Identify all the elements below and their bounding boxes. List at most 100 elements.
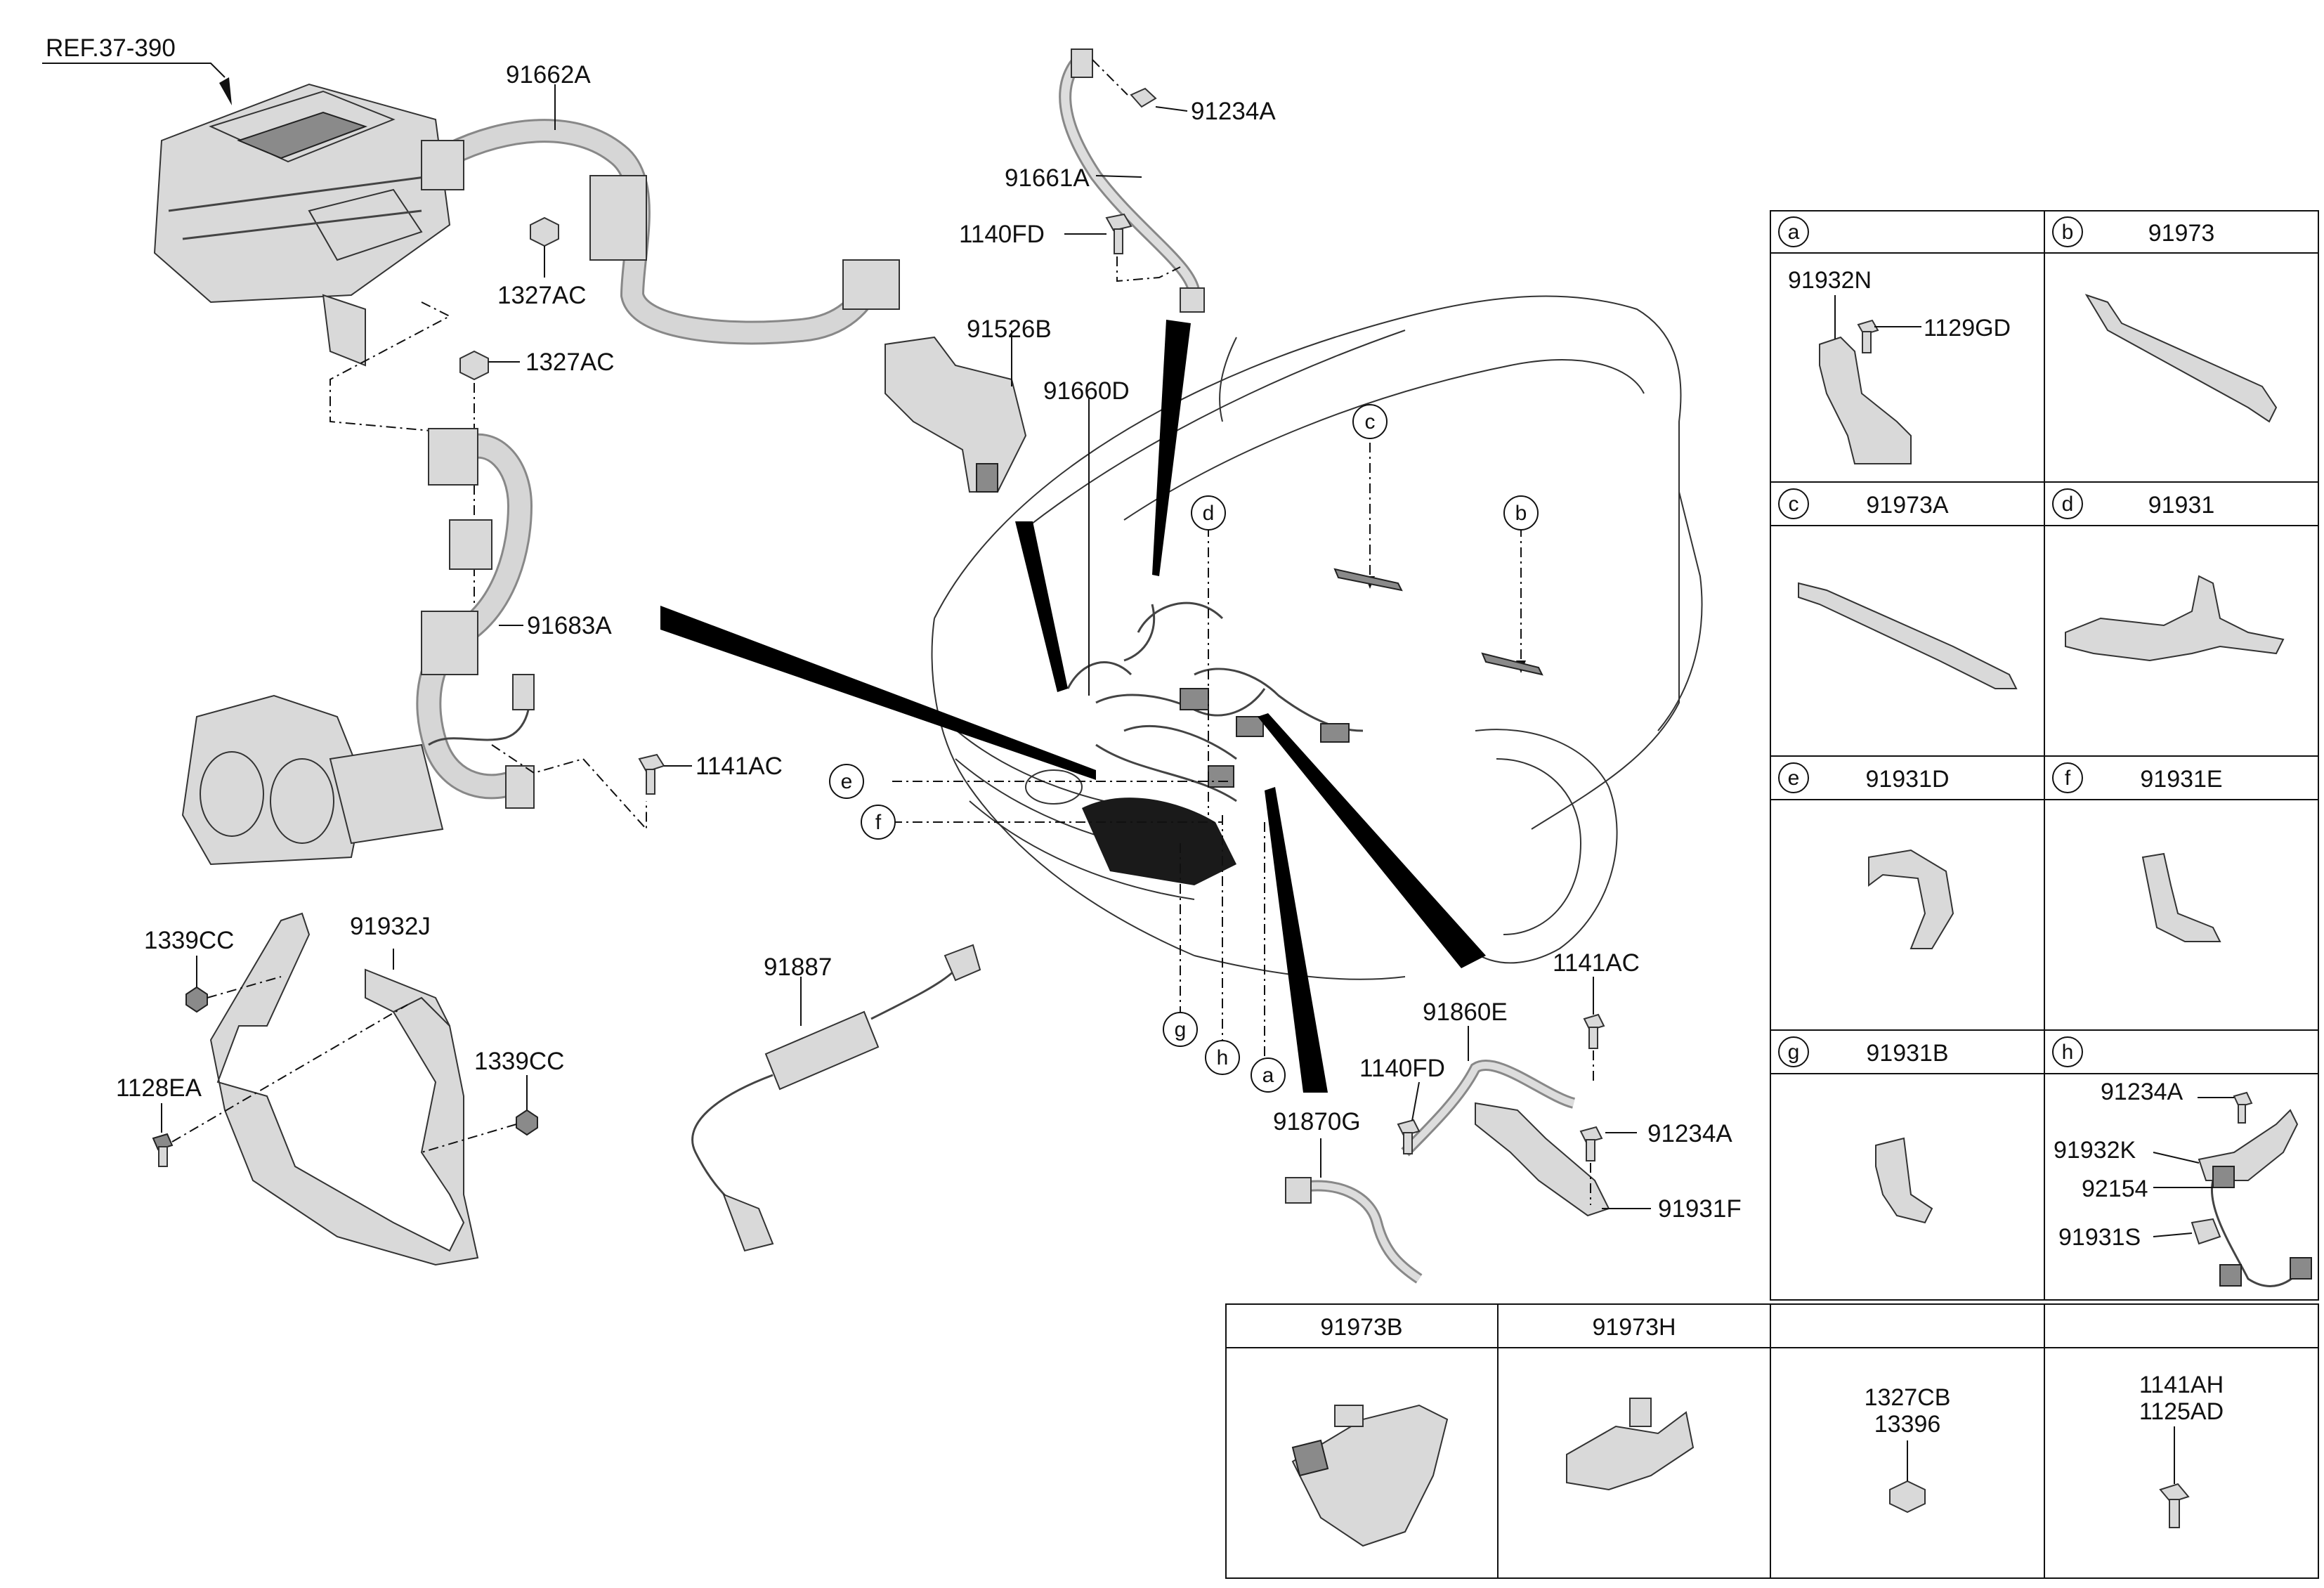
bottom-table xyxy=(1225,1303,2319,1579)
cable-91860E xyxy=(1401,1059,1576,1157)
bottom-label-1327CB: 1327CB xyxy=(1865,1384,1951,1411)
bumper-bracket-91932J xyxy=(209,912,479,1266)
label-1128EA: 1128EA xyxy=(116,1074,202,1102)
part-91932N-1129GD xyxy=(1819,295,1921,464)
part-91973 xyxy=(2084,294,2278,423)
svg-text:f: f xyxy=(875,811,882,834)
part-91931D xyxy=(1868,849,1954,949)
label-91234A-top: 91234A xyxy=(1191,98,1276,125)
bolt-1141AH xyxy=(2159,1426,2190,1528)
marker-b: b xyxy=(1503,495,1539,531)
svg-text:d: d xyxy=(2062,493,2074,516)
svg-text:g: g xyxy=(1175,1018,1187,1041)
marker-f: f xyxy=(861,805,896,840)
marker-h: h xyxy=(1205,1040,1240,1075)
reference-bands xyxy=(660,320,1486,1093)
svg-text:d: d xyxy=(1203,502,1215,525)
label-91931F: 91931F xyxy=(1658,1195,1742,1223)
label-91234A-lower: 91234A xyxy=(1647,1120,1732,1147)
table-label-92154: 92154 xyxy=(2082,1176,2148,1202)
label-1140FD-top: 1140FD xyxy=(959,221,1045,248)
nut-1327CB xyxy=(1889,1440,1926,1514)
label-91870G: 91870G xyxy=(1273,1108,1361,1135)
bottom-label-13396: 13396 xyxy=(1874,1411,1941,1438)
table-label-91931: 91931 xyxy=(2148,492,2215,519)
svg-text:c: c xyxy=(1789,493,1799,516)
table-label-91931E: 91931E xyxy=(2140,766,2222,793)
part-91973H xyxy=(1566,1398,1695,1491)
part-h-assembly xyxy=(2153,1091,2312,1287)
bottom-label-91973B: 91973B xyxy=(1320,1314,1402,1341)
hv-cable-91662A xyxy=(421,119,900,345)
label-1327AC-upper: 1327AC xyxy=(497,282,586,309)
marker-d: d xyxy=(1191,495,1226,531)
table-label-91234A: 91234A xyxy=(2101,1079,2183,1105)
hv-harness-91683A xyxy=(181,428,535,866)
svg-text:e: e xyxy=(1788,767,1800,790)
part-91931 xyxy=(2065,575,2285,662)
table-marker-c: c xyxy=(1778,488,1809,519)
label-1339CC-left: 1339CC xyxy=(144,927,234,954)
table-marker-e: e xyxy=(1778,762,1809,793)
bracket-91931F xyxy=(1475,1102,1610,1217)
svg-text:b: b xyxy=(1515,502,1527,525)
table-marker-d: d xyxy=(2052,488,2083,519)
table-label-1129GD: 1129GD xyxy=(1924,315,2011,341)
marker-c: c xyxy=(1352,404,1388,439)
portable-charger-91887 xyxy=(691,944,981,1252)
part-91931E xyxy=(2141,852,2221,942)
table-marker-f: f xyxy=(2052,762,2083,793)
inverter-assembly xyxy=(153,83,451,367)
label-91860E: 91860E xyxy=(1423,998,1508,1026)
svg-text:h: h xyxy=(2062,1041,2074,1064)
table-marker-b: b xyxy=(2052,216,2083,247)
label-1339CC-right: 1339CC xyxy=(474,1048,564,1075)
marker-a: a xyxy=(1251,1057,1286,1093)
table-marker-g: g xyxy=(1778,1036,1809,1067)
label-91662A: 91662A xyxy=(506,61,591,89)
svg-text:b: b xyxy=(2062,221,2074,244)
table-label-91973: 91973 xyxy=(2148,220,2215,247)
bracket-91526B xyxy=(884,336,1027,493)
cable-91870G xyxy=(1285,1177,1423,1284)
label-91887: 91887 xyxy=(764,954,832,981)
part-91931B xyxy=(1875,1137,1933,1224)
label-91683A: 91683A xyxy=(527,612,612,639)
label-91661A: 91661A xyxy=(1005,164,1090,192)
part-91973A xyxy=(1798,582,2018,689)
label-91526B: 91526B xyxy=(967,315,1052,343)
marker-g: g xyxy=(1163,1012,1198,1047)
engine-bay-harness xyxy=(1066,601,1364,885)
label-91660D: 91660D xyxy=(1043,377,1130,405)
label-1141AC-right: 1141AC xyxy=(1553,949,1640,977)
vehicle-outline xyxy=(931,295,1703,980)
svg-text:c: c xyxy=(1365,410,1376,434)
table-label-91931D: 91931D xyxy=(1865,766,1949,793)
bolt-1141AC xyxy=(638,753,665,795)
table-label-91973A: 91973A xyxy=(1866,492,1949,519)
table-marker-h: h xyxy=(2052,1036,2083,1067)
svg-text:a: a xyxy=(1262,1064,1274,1087)
bottom-label-91973H: 91973H xyxy=(1592,1314,1676,1341)
svg-text:e: e xyxy=(841,770,853,793)
label-91932J: 91932J xyxy=(350,913,431,940)
marker-e: e xyxy=(829,764,864,799)
table-label-91932K: 91932K xyxy=(2054,1137,2136,1164)
bottom-label-1141AH: 1141AH xyxy=(2139,1372,2224,1398)
table-label-91932N: 91932N xyxy=(1788,267,1872,294)
table-marker-a: a xyxy=(1778,216,1809,247)
table-label-91931B: 91931B xyxy=(1866,1040,1948,1067)
parts-table xyxy=(1770,210,2319,1301)
part-91973B xyxy=(1291,1404,1449,1547)
ref-label: REF.37-390 xyxy=(46,34,176,62)
svg-text:h: h xyxy=(1217,1046,1229,1069)
label-1327AC-lower: 1327AC xyxy=(525,349,614,376)
bottom-label-1125AD: 1125AD xyxy=(2139,1398,2224,1425)
svg-text:a: a xyxy=(1788,221,1800,244)
svg-text:f: f xyxy=(2065,767,2071,790)
label-1140FD-lower: 1140FD xyxy=(1359,1055,1445,1082)
label-1141AC-left: 1141AC xyxy=(696,753,783,780)
table-label-91931S: 91931S xyxy=(2058,1224,2141,1251)
